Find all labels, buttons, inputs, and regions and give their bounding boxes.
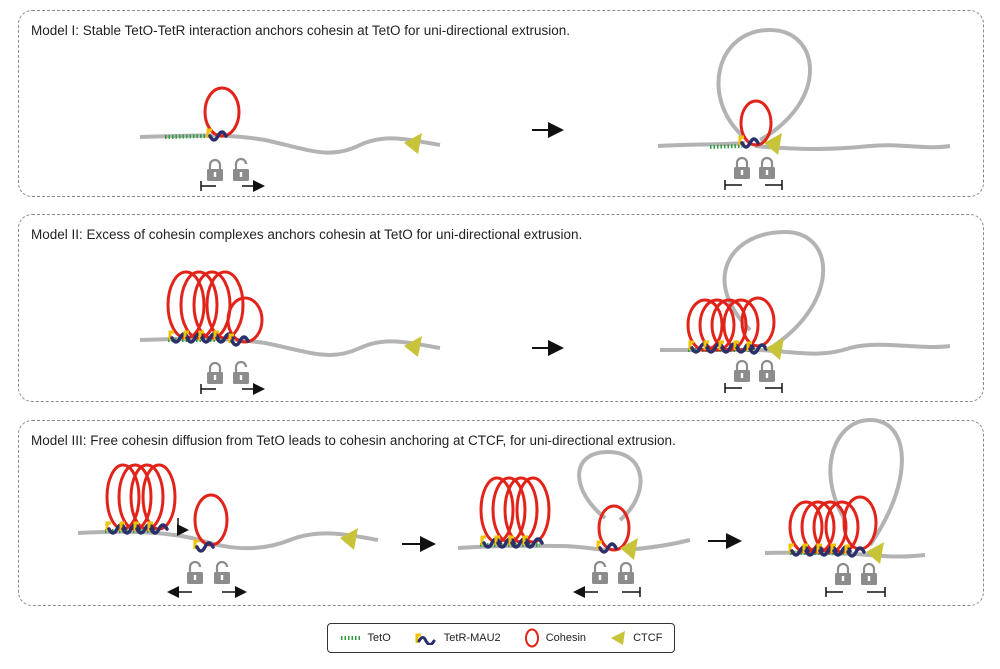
- cohesin-icon: [524, 628, 539, 648]
- panel-title-model-2: Model II: Excess of cohesin complexes an…: [31, 227, 583, 242]
- legend-label-ctcf: CTCF: [633, 632, 663, 644]
- panel-model-1: Model I: Stable TetO-TetR interaction an…: [18, 10, 984, 197]
- panel-model-2: Model II: Excess of cohesin complexes an…: [18, 214, 984, 402]
- legend-item-teto: TetO: [340, 632, 391, 644]
- model-3-stage-3: [764, 417, 926, 597]
- model-3-stage-1: [77, 463, 379, 598]
- legend-label-teto: TetO: [367, 632, 391, 644]
- panel-title-model-3: Model III: Free cohesin diffusion from T…: [31, 433, 676, 448]
- model-1-left: [139, 86, 441, 192]
- panel-model-3: Model III: Free cohesin diffusion from T…: [18, 420, 984, 606]
- legend-label-tetr: TetR-MAU2: [443, 632, 501, 644]
- teto-icon: [340, 636, 361, 640]
- model-2-right: [660, 229, 951, 393]
- model-1-right: [657, 27, 951, 190]
- panel-title-model-1: Model I: Stable TetO-TetR interaction an…: [31, 23, 571, 38]
- tetr-mau2-icon: [415, 633, 436, 645]
- model-3-stage-2: [457, 449, 691, 598]
- model-2-left: [139, 270, 441, 395]
- legend-label-cohesin: Cohesin: [545, 632, 587, 644]
- legend-item-tetr: TetR-MAU2: [414, 631, 501, 645]
- ctcf-icon: [611, 631, 626, 645]
- legend-item-ctcf: CTCF: [609, 629, 662, 647]
- legend-item-cohesin: Cohesin: [524, 628, 586, 648]
- legend: TetO TetR-MAU2 Cohesin CTCF: [327, 623, 675, 653]
